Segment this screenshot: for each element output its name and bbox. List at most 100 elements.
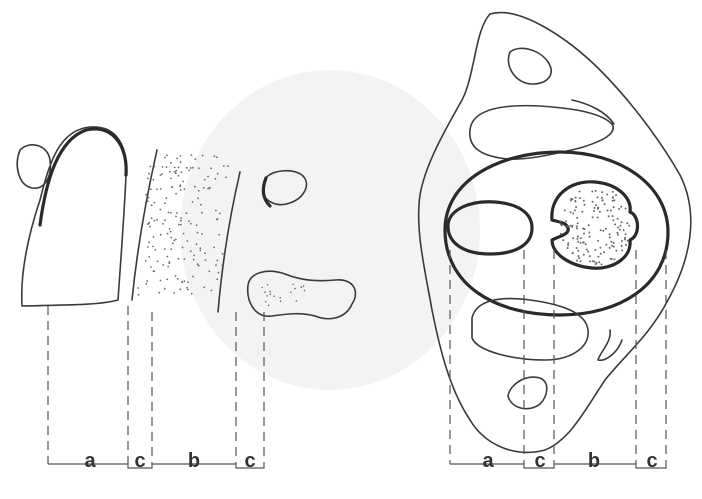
stipple-dot — [160, 234, 162, 236]
stipple-dot — [267, 284, 269, 286]
stipple-dot — [197, 232, 199, 234]
stipple-dot — [625, 244, 627, 246]
stipple-dot — [594, 249, 596, 251]
stipple-dot — [181, 282, 183, 284]
stipple-dot — [192, 201, 194, 203]
stipple-dot — [597, 240, 599, 242]
stipple-dot — [173, 240, 175, 242]
stipple-dot — [204, 179, 206, 181]
stipple-dot — [187, 281, 189, 283]
stipple-dot — [619, 229, 621, 231]
stipple-dot — [587, 251, 589, 253]
stipple-dot — [148, 242, 150, 244]
stipple-dot — [597, 217, 599, 219]
stipple-dot — [178, 175, 180, 177]
stipple-dot — [170, 248, 172, 250]
stipple-dot — [159, 209, 161, 211]
stipple-dot — [192, 167, 194, 169]
stipple-dot — [223, 165, 225, 167]
stipple-dot — [564, 209, 566, 211]
stipple-dot — [181, 171, 183, 173]
right-lower-lobe — [472, 299, 588, 360]
stipple-dot — [172, 186, 174, 188]
stipple-dot — [178, 224, 180, 226]
stipple-dot — [589, 255, 591, 257]
stipple-dot — [192, 276, 194, 278]
stipple-dot — [156, 188, 158, 190]
stipple-dot — [589, 260, 591, 262]
stipple-dot — [612, 219, 614, 221]
stipple-dot — [620, 206, 622, 208]
left-label-a: a — [80, 450, 100, 473]
stipple-dot — [170, 237, 172, 239]
stipple-dot — [164, 248, 166, 250]
stipple-dot — [201, 233, 203, 235]
stipple-dot — [617, 234, 619, 236]
stipple-dot — [184, 280, 186, 282]
stipple-dot — [621, 240, 623, 242]
stipple-dot — [621, 221, 623, 223]
stipple-dot — [617, 227, 619, 229]
stipple-dot — [207, 176, 209, 178]
stipple-dot — [147, 246, 149, 248]
right-stipple-b — [560, 190, 631, 266]
stipple-dot — [621, 250, 623, 252]
stipple-dot — [620, 225, 622, 227]
stipple-dot — [570, 198, 572, 200]
stipple-dot — [600, 229, 602, 231]
stipple-dot — [599, 211, 601, 213]
stipple-dot — [266, 295, 268, 297]
stipple-dot — [576, 217, 578, 219]
stipple-dot — [147, 178, 149, 180]
stipple-dot — [158, 292, 160, 294]
stipple-dot — [194, 158, 196, 160]
stipple-dot — [209, 187, 211, 189]
stipple-dot — [604, 203, 606, 205]
stipple-dot — [174, 171, 176, 173]
stipple-dot — [270, 293, 272, 295]
stipple-dot — [589, 236, 591, 238]
stipple-dot — [599, 247, 601, 249]
stipple-dot — [560, 224, 562, 226]
stipple-dot — [194, 186, 196, 188]
stipple-dot — [205, 259, 207, 261]
stipple-dot — [196, 243, 198, 245]
stipple-dot — [162, 223, 164, 225]
stipple-dot — [576, 238, 578, 240]
stipple-dot — [265, 301, 267, 303]
stipple-dot — [566, 225, 568, 227]
stipple-dot — [618, 208, 620, 210]
stipple-dot — [227, 165, 229, 167]
stipple-dot — [177, 278, 179, 280]
stipple-dot — [576, 260, 578, 262]
stipple-dot — [162, 264, 164, 266]
stipple-dot — [156, 219, 158, 221]
stipple-dot — [625, 233, 627, 235]
stipple-dot — [602, 230, 604, 232]
stipple-dot — [605, 228, 607, 230]
stipple-dot — [154, 166, 156, 168]
stipple-dot — [290, 292, 292, 294]
stipple-dot — [624, 238, 626, 240]
stipple-dot — [162, 166, 164, 168]
stipple-dot — [613, 199, 615, 201]
stipple-dot — [169, 171, 171, 173]
stipple-dot — [605, 244, 607, 246]
stipple-dot — [565, 220, 567, 222]
stipple-dot — [597, 208, 599, 210]
stipple-dot — [169, 261, 171, 263]
stipple-dot — [153, 179, 155, 181]
stipple-dot — [560, 220, 562, 222]
stipple-dot — [197, 198, 199, 200]
stipple-dot — [183, 188, 185, 190]
stipple-dot — [137, 287, 139, 289]
stipple-dot — [264, 291, 266, 293]
stipple-dot — [279, 297, 281, 299]
stipple-dot — [166, 166, 168, 168]
stipple-dot — [583, 200, 585, 202]
stipple-dot — [603, 251, 605, 253]
stipple-dot — [567, 242, 569, 244]
stipple-dot — [579, 191, 581, 193]
stipple-dot — [164, 288, 166, 290]
